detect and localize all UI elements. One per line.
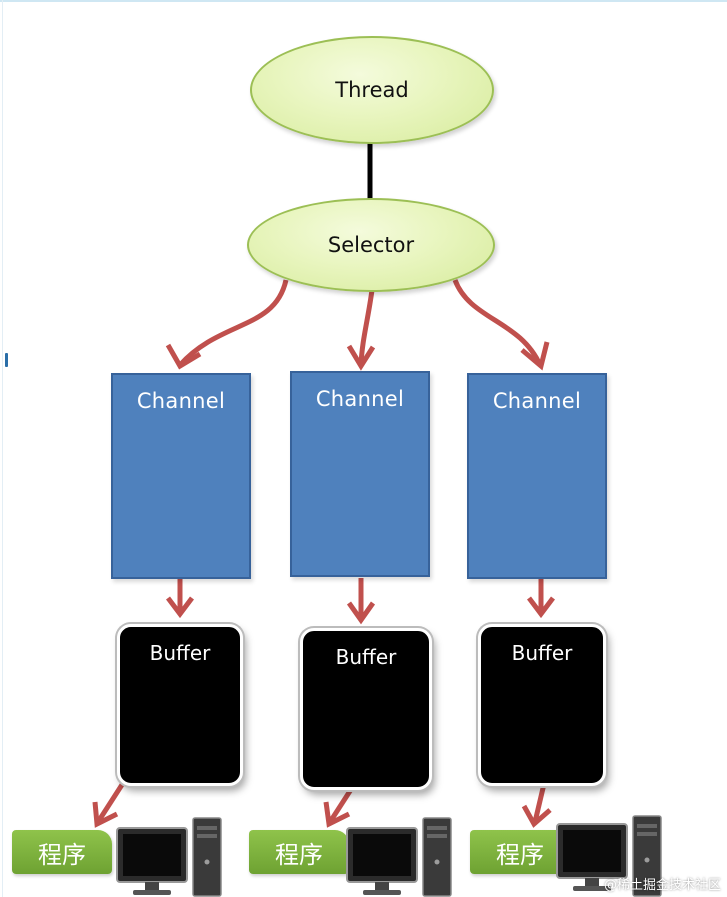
computer-icon-1: [116, 817, 222, 897]
program-label-1: 程序: [38, 840, 86, 869]
selector-channel-2-arrow: [358, 289, 375, 366]
selector-channel-3-arrowhead: [520, 341, 550, 371]
channel-label-2: Channel: [315, 387, 405, 411]
channel-node-1: Channel: [111, 373, 251, 579]
program-node-3: 程序: [470, 830, 570, 874]
buffer-program-3-arrowhead: [521, 804, 552, 828]
buffer-node-1: Buffer: [117, 624, 243, 786]
computer-icon-2: [346, 817, 452, 897]
left-edge-mark: [5, 353, 8, 367]
program-label-3: 程序: [496, 840, 544, 869]
selector-channel-1-arrow: [178, 279, 289, 367]
thread-node: Thread: [250, 36, 494, 144]
buffer-program-2-arrowhead: [323, 801, 351, 828]
channel-buffer-2-arrowhead: [346, 601, 376, 625]
computer-icon-3: [556, 815, 662, 897]
buffer-node-2: Buffer: [300, 628, 432, 790]
channel-buffer-3-arrowhead: [527, 596, 555, 619]
channel-node-2: Channel: [290, 371, 430, 577]
buffer-program-1-arrowhead: [92, 801, 119, 828]
program-label-2: 程序: [275, 840, 323, 869]
buffer-label-3: Buffer: [511, 641, 573, 665]
channel-buffer-1-arrowhead: [166, 596, 194, 619]
selector-channel-3-arrow: [452, 279, 543, 367]
program-node-1: 程序: [12, 830, 112, 874]
thread-label: Thread: [335, 78, 409, 102]
buffer-node-3: Buffer: [478, 624, 606, 786]
selector-channel-2-arrowhead: [346, 344, 376, 371]
selector-label: Selector: [327, 233, 415, 257]
buffer-label-2: Buffer: [335, 645, 397, 669]
watermark: @稀土掘金技术社区: [603, 878, 721, 893]
selector-node: Selector: [247, 198, 495, 292]
buffer-label-1: Buffer: [149, 641, 211, 665]
channel-node-3: Channel: [467, 373, 607, 579]
channel-label-3: Channel: [492, 389, 582, 413]
left-border: [2, 0, 3, 897]
program-node-2: 程序: [249, 830, 349, 874]
selector-channel-1-arrowhead: [165, 343, 202, 370]
top-border: [0, 0, 727, 2]
channel-label-1: Channel: [136, 389, 226, 413]
